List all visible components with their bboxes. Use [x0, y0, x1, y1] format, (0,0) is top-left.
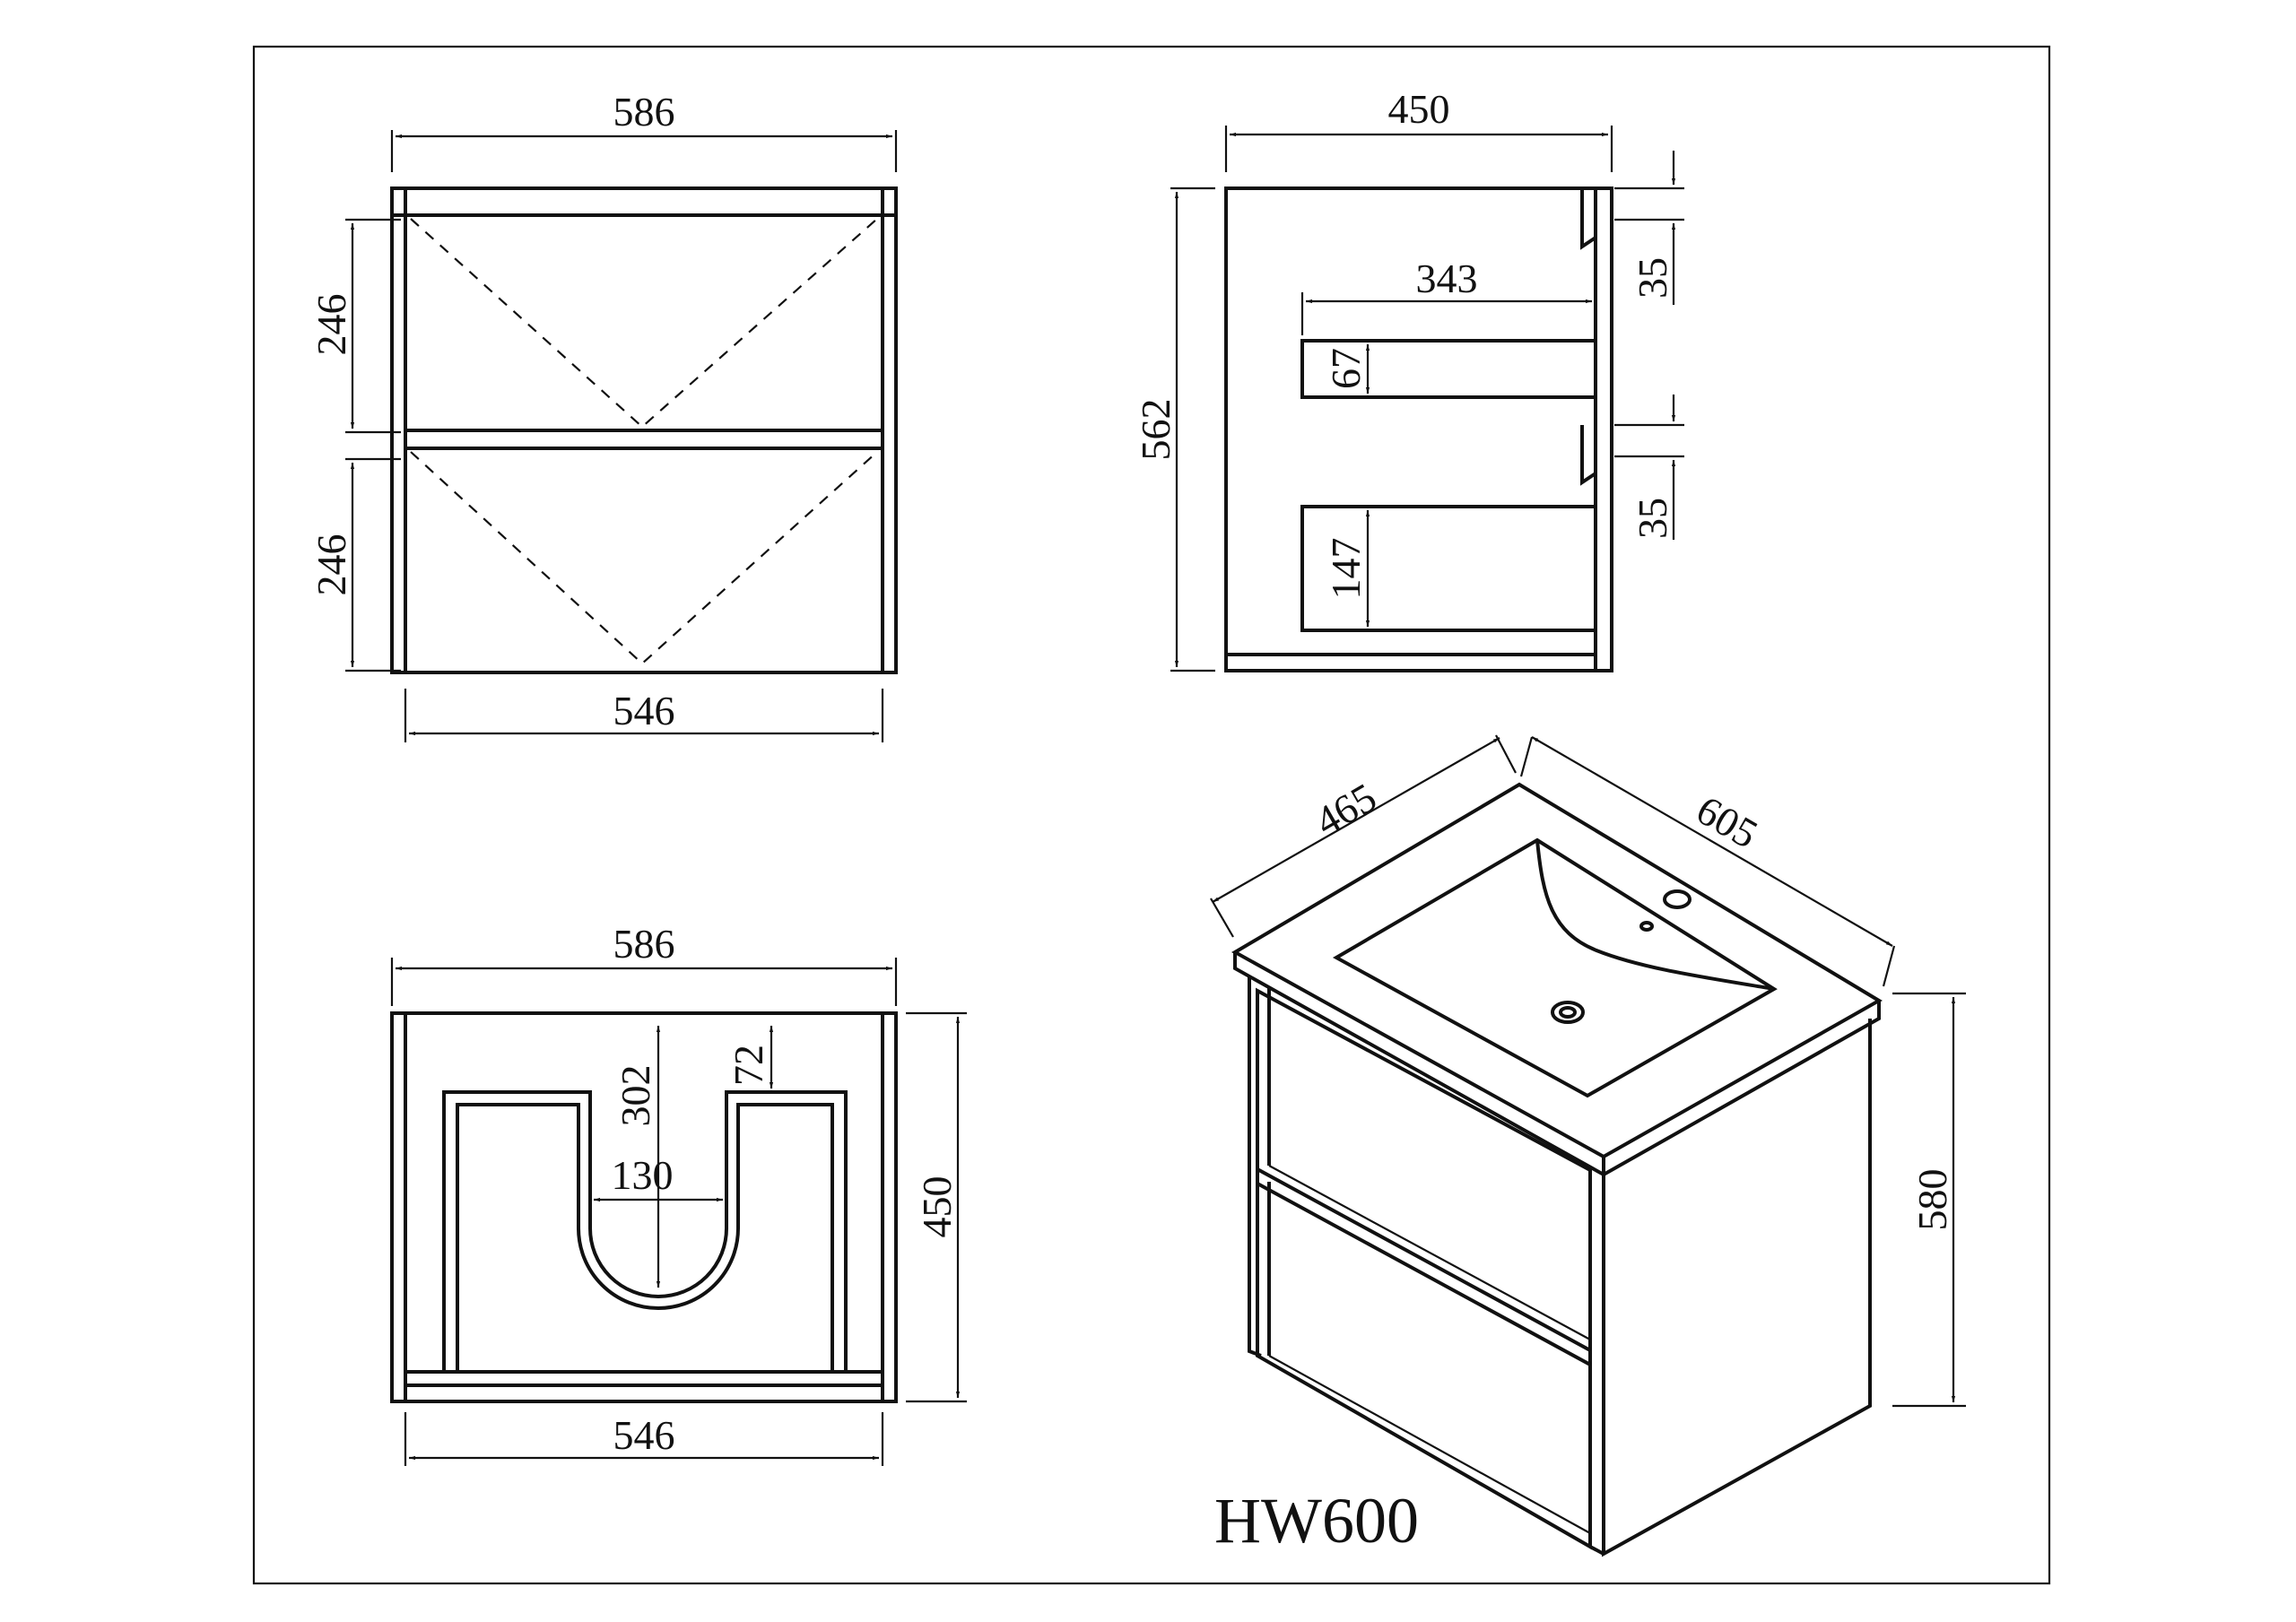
drawing-border [252, 45, 2051, 1585]
side-rail-bottom-label: 35 [1630, 498, 1675, 539]
top-view: 586 546 450 302 72 130 [390, 921, 967, 1466]
front-drawer-top-height-label: 246 [309, 294, 354, 356]
side-depth-label: 450 [1388, 86, 1450, 132]
top-depth-label: 450 [914, 1176, 960, 1238]
iso-depth-label: 465 [1308, 774, 1384, 845]
isometric-view: 465 605 580 [1210, 734, 1966, 1557]
side-drawer-depth-label: 343 [1416, 256, 1478, 301]
front-drawer-bottom-height-label: 246 [309, 534, 354, 596]
front-width-inner-label: 546 [613, 688, 675, 733]
top-rear-gap-label: 72 [726, 1045, 771, 1086]
top-notch-depth-label: 302 [613, 1065, 658, 1127]
front-width-outer-label: 586 [613, 89, 675, 134]
iso-width-label: 605 [1689, 786, 1765, 857]
model-title: HW600 [1214, 1485, 1419, 1557]
iso-height-label: 580 [1909, 1169, 1955, 1231]
side-view: 450 562 343 67 147 35 35 [1133, 86, 1684, 672]
side-lower-cutout-label: 147 [1323, 538, 1369, 600]
side-rail-top-label: 35 [1630, 257, 1675, 299]
front-view: 586 546 246 246 [309, 89, 898, 742]
top-width-inner-label: 546 [613, 1412, 675, 1458]
side-upper-cutout-label: 67 [1323, 348, 1369, 389]
top-notch-width-label: 130 [612, 1152, 674, 1198]
top-width-outer-label: 586 [613, 921, 675, 967]
side-height-label: 562 [1133, 399, 1178, 461]
